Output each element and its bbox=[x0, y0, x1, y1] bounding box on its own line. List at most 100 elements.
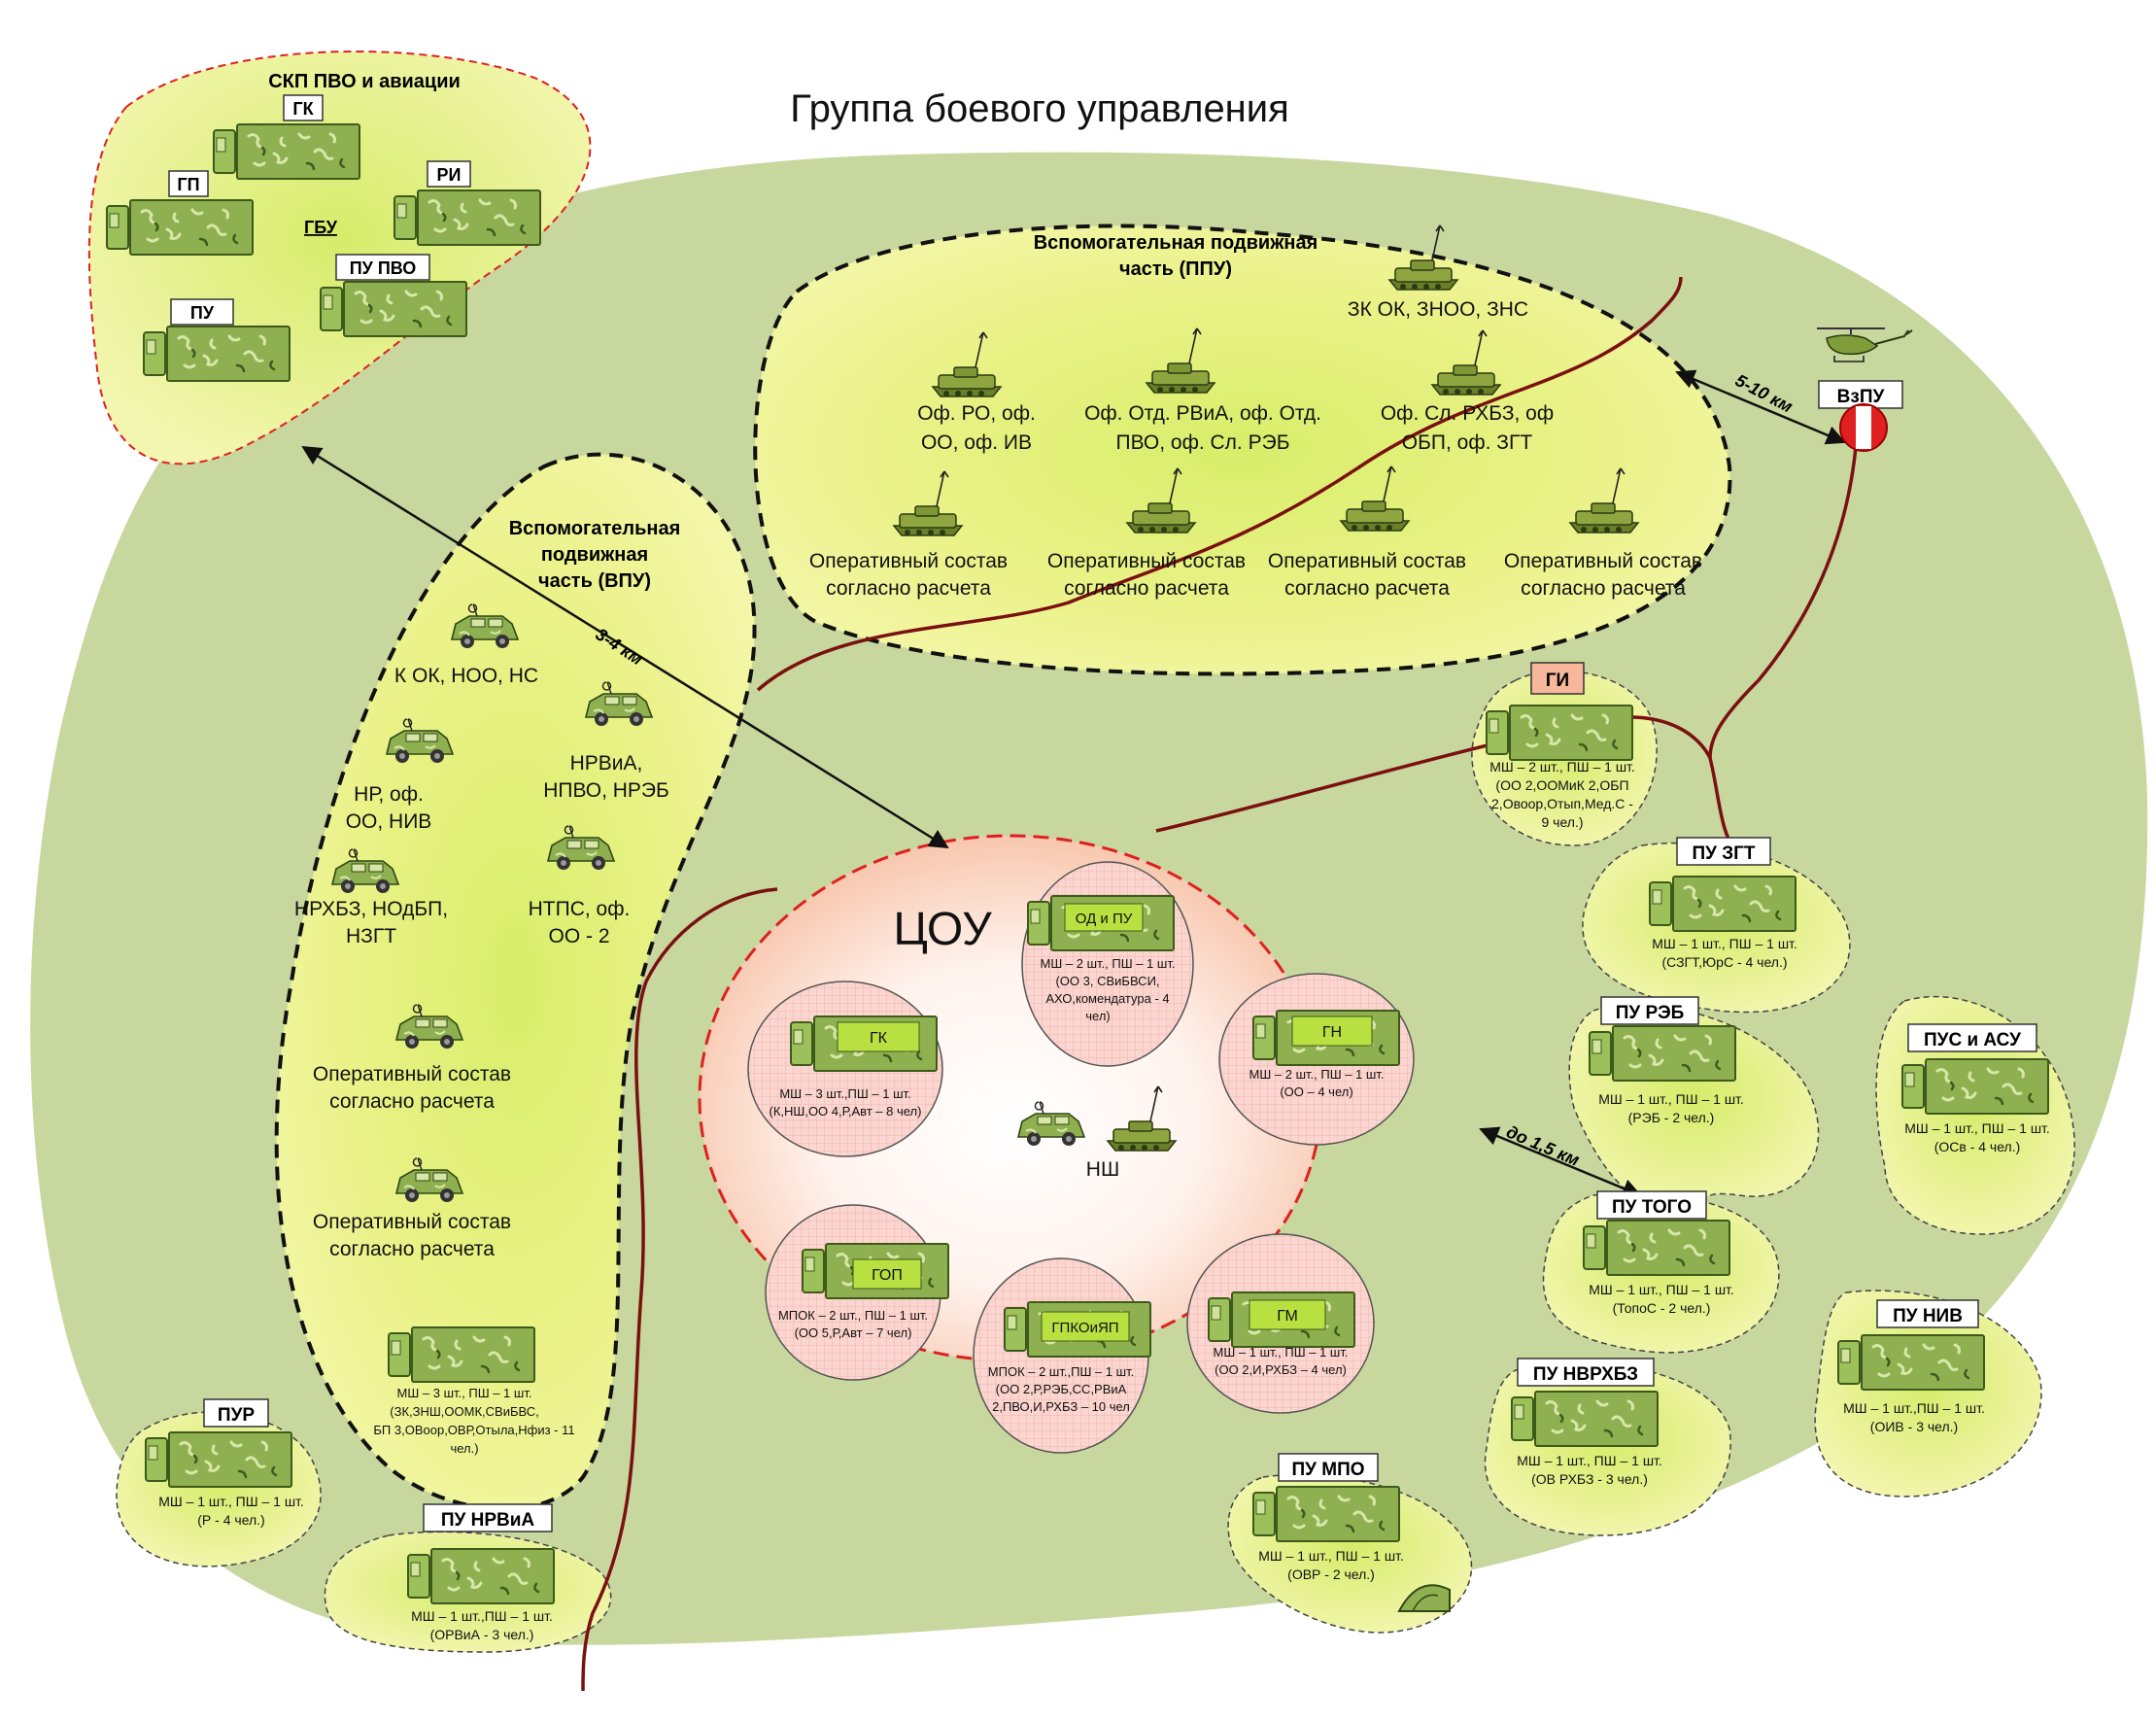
skp-pu-truck bbox=[142, 325, 291, 383]
ppu-op1-l1: Оперативный состав bbox=[809, 550, 1008, 572]
pus-asu-zone bbox=[1875, 995, 2075, 1235]
skp-pu-pvo-label: ПУ ПВО bbox=[350, 258, 417, 278]
pu-zgt-label: ПУ ЗГТ bbox=[1692, 843, 1755, 864]
pu-mpo-label: ПУ МПО bbox=[1291, 1460, 1364, 1480]
pus-asu-label: ПУС и АСУ bbox=[1924, 1030, 2021, 1050]
cou-od-l2: (ОО 3, СВиБВСИ, bbox=[1055, 974, 1159, 988]
pu-niv-l1: МШ – 1 шт.,ПШ – 1 шт. bbox=[1843, 1400, 1985, 1416]
vpu-ms-l3: БП 3,ОВоор,ОВР,Отыла,Нфиз - 11 bbox=[373, 1423, 574, 1437]
ppu-title-l1: Вспомогательная подвижная bbox=[1034, 232, 1318, 254]
vpu-op1-l2: согласно расчета bbox=[329, 1090, 495, 1113]
vpu-nrvia-l2: НПВО, НРЭБ bbox=[543, 779, 669, 802]
ppu-op1-l2: согласно расчета bbox=[826, 577, 991, 600]
pur-l2: (Р - 4 чел.) bbox=[197, 1512, 264, 1528]
cou-gk-l2: (К,НШ,ОО 4,Р,Авт – 8 чел) bbox=[770, 1104, 922, 1119]
pu-togo-l1: МШ – 1 шт., ПШ – 1 шт. bbox=[1589, 1282, 1734, 1297]
vpu-nrhbz-l1: НРХБЗ, НОдБП, bbox=[294, 898, 448, 920]
pu-mpo-l1: МШ – 1 шт., ПШ – 1 шт. bbox=[1258, 1548, 1404, 1564]
pu-niv-l2: (ОИВ - 3 чел.) bbox=[1870, 1419, 1958, 1434]
skp-ri-box bbox=[427, 160, 471, 188]
skp-title: СКП ПВО и авиации bbox=[268, 71, 461, 92]
pu-mpo-box bbox=[1278, 1453, 1379, 1482]
vpu-op2-l2: согласно расчета bbox=[329, 1238, 495, 1260]
pu-nrvia-l1: МШ – 1 шт.,ПШ – 1 шт. bbox=[411, 1608, 553, 1624]
gi-l1: МШ – 2 шт., ПШ – 1 шт. bbox=[1489, 759, 1635, 774]
skp-pu-pvo-box bbox=[335, 254, 430, 281]
vpu-ms-l2: (ЗК,ЗНШ,ООМК,СВиБВС, bbox=[390, 1404, 538, 1419]
pu-zgt-l2: (СЗГТ,ЮрС - 4 чел.) bbox=[1661, 954, 1787, 970]
cou-gm-l1: МШ – 1 шт., ПШ – 1 шт. bbox=[1214, 1345, 1349, 1360]
skp-gk-truck bbox=[212, 122, 361, 181]
pu-mpo-truck bbox=[1251, 1485, 1401, 1543]
ppu-g2-l2: ПВО, оф. Сл. РЭБ bbox=[1115, 431, 1289, 454]
skp-gk-box bbox=[283, 94, 324, 121]
vpu-title-l1: Вспомогательная bbox=[509, 518, 681, 539]
pu-reb-box bbox=[1600, 996, 1699, 1025]
skp-gbu-label: ГБУ bbox=[304, 218, 338, 237]
cou-gn-l2: (ОО – 4 чел) bbox=[1280, 1084, 1352, 1099]
cou-title: ЦОУ bbox=[893, 904, 992, 955]
gi-l4: 9 чел.) bbox=[1541, 814, 1583, 830]
gi-box bbox=[1530, 662, 1585, 695]
pu-nvrhbz-label: ПУ НВРХБЗ bbox=[1533, 1364, 1638, 1385]
vpu-ntps-l1: НТПС, оф. bbox=[529, 898, 631, 920]
ppu-g1-l1: Оф. РО, оф. bbox=[917, 402, 1036, 425]
vpu-nrvia-l1: НРВиА, bbox=[570, 752, 643, 774]
cou-gn-label: ГН bbox=[1322, 1024, 1342, 1041]
vzpu-marker-icon bbox=[1839, 403, 1888, 452]
cou-gk-box bbox=[837, 1021, 920, 1052]
ppu-op4-l1: Оперативный состав bbox=[1504, 550, 1702, 572]
ppu-op3-l2: согласно расчета bbox=[1284, 577, 1450, 600]
skp-pu-pvo-truck bbox=[319, 280, 468, 338]
skp-gp-truck bbox=[105, 198, 255, 257]
vpu-nrhbz-l2: НЗГТ bbox=[346, 925, 396, 947]
pu-nvrhbz-truck bbox=[1510, 1390, 1660, 1448]
pur-label: ПУР bbox=[218, 1405, 255, 1426]
ppu-g1-l2: ОО, оф. ИВ bbox=[921, 431, 1032, 454]
ppu-op3-l1: Оперативный состав bbox=[1268, 550, 1466, 572]
pu-nvrhbz-l1: МШ – 1 шт., ПШ – 1 шт. bbox=[1517, 1453, 1662, 1468]
pur-truck bbox=[144, 1430, 293, 1489]
cou-gpko-l3: 2,ПВО,И,РХБЗ – 10 чел bbox=[992, 1399, 1130, 1414]
skp-gp-box bbox=[168, 170, 209, 197]
ppu-g2-l1: Оф. Отд. РВиА, оф. Отд. bbox=[1084, 402, 1321, 425]
ppu-op2-l2: согласно расчета bbox=[1064, 577, 1229, 600]
pu-zgt-truck bbox=[1648, 875, 1797, 933]
vzpu-label: ВзПУ bbox=[1837, 387, 1885, 407]
cou-od-box bbox=[1064, 903, 1144, 932]
road-3 bbox=[1708, 446, 1858, 759]
vpu-title-l3: часть (ВПУ) bbox=[538, 570, 651, 592]
cou-gn-l1: МШ – 2 шт., ПШ – 1 шт. bbox=[1249, 1067, 1385, 1082]
vpu-ms-truck bbox=[387, 1325, 536, 1384]
cou-gpko-l2: (ОО 2,Р,РЭБ,СС,РВиА bbox=[996, 1382, 1127, 1396]
pu-reb-l2: (РЭБ - 2 чел.) bbox=[1628, 1110, 1715, 1125]
cou-nsh-label: НШ bbox=[1086, 1158, 1119, 1181]
cou-gm-box bbox=[1249, 1299, 1326, 1330]
gi-l3: 2,Овоор,Отып,Мед.С - bbox=[1491, 796, 1633, 811]
skp-gp-label: ГП bbox=[177, 175, 199, 194]
pu-nrvia-box bbox=[423, 1503, 553, 1532]
pu-zgt-l1: МШ – 1 шт., ПШ – 1 шт. bbox=[1652, 936, 1797, 951]
pu-nvrhbz-box bbox=[1517, 1358, 1655, 1387]
cou-gop-box bbox=[852, 1258, 922, 1290]
cou-od-l1: МШ – 2 шт., ПШ – 1 шт. bbox=[1041, 956, 1176, 971]
cou-gpko-l1: МПОК – 2 шт.,ПШ – 1 шт. bbox=[988, 1364, 1134, 1379]
ppu-g3-l1: Оф. Сл. РХБЗ, оф bbox=[1381, 402, 1554, 425]
helicopter-icon bbox=[1817, 327, 1913, 362]
cou-gop-label: ГОП bbox=[872, 1267, 903, 1284]
pu-nrvia-l2: (ОРВиА - 3 чел.) bbox=[430, 1627, 534, 1642]
ppu-op2-l1: Оперативный состав bbox=[1047, 550, 1246, 572]
pu-mpo-l2: (ОВР - 2 чел.) bbox=[1287, 1566, 1375, 1582]
ppu-op4-l2: согласно расчета bbox=[1521, 577, 1686, 600]
gi-truck bbox=[1485, 704, 1634, 762]
vpu-op1-l1: Оперативный состав bbox=[313, 1063, 511, 1085]
pu-nrvia-label: ПУ НРВиА bbox=[441, 1510, 535, 1531]
cou-gop-l2: (ОО 5,Р,Авт – 7 чел) bbox=[795, 1325, 912, 1340]
pu-togo-truck bbox=[1582, 1219, 1731, 1277]
cou-od-label: ОД и ПУ bbox=[1076, 911, 1133, 927]
tent-icon bbox=[1397, 1584, 1451, 1612]
pu-nvrhbz-l2: (ОВ РХБЗ - 3 чел.) bbox=[1531, 1471, 1648, 1487]
cou-gop-l1: МПОК – 2 шт., ПШ – 1 шт. bbox=[778, 1308, 928, 1323]
pus-asu-truck bbox=[1900, 1057, 2050, 1116]
